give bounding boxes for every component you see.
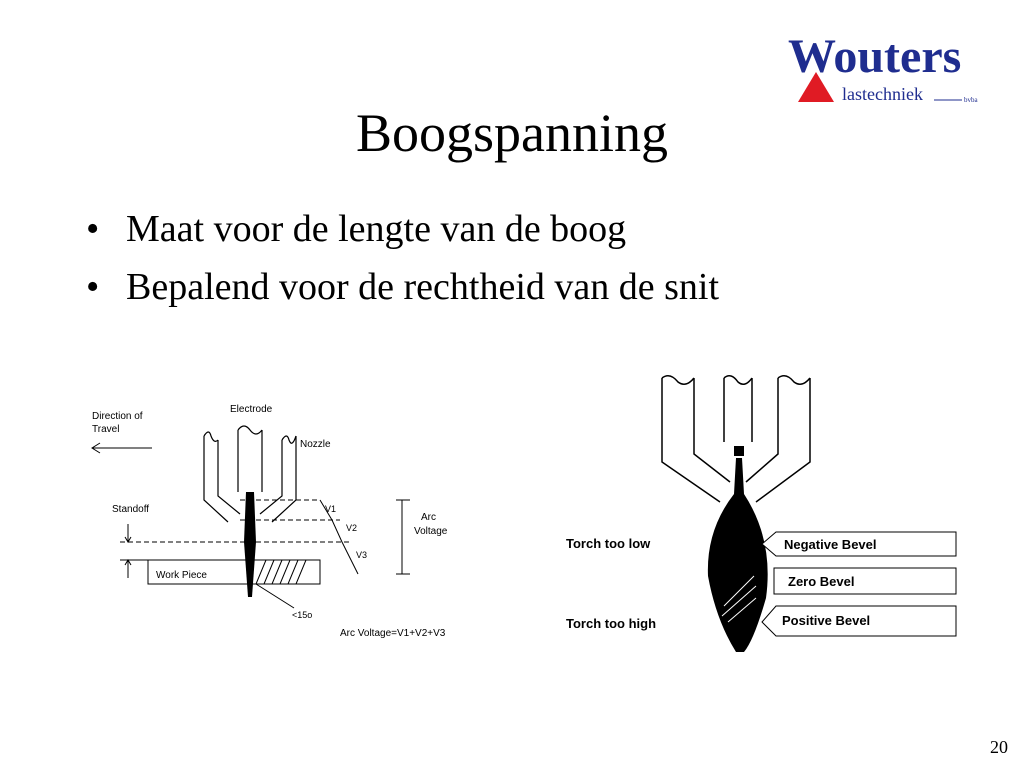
direction-label-1: Direction of <box>92 411 143 422</box>
standoff-arrows <box>120 524 152 578</box>
arc-voltage-label-1: Arc <box>421 512 436 523</box>
logo-suffix: bvba <box>964 96 979 104</box>
torch-body <box>203 425 297 523</box>
angle-label: <15o <box>292 610 312 620</box>
plasma-highlights <box>721 575 757 623</box>
wouters-logo: Wouters lastechniek bvba <box>788 30 979 104</box>
work-piece <box>147 559 321 585</box>
negative-bevel-box: Negative Bevel <box>761 531 957 557</box>
v3-label: V3 <box>356 550 367 560</box>
logo-triangle <box>798 72 834 102</box>
plasma-jet <box>707 458 768 652</box>
arc-voltage-label-2: Voltage <box>414 526 448 537</box>
bullet-item: • Maat voor de lengte van de boog <box>86 206 719 252</box>
zero-bevel-box: Zero Bevel <box>773 567 957 595</box>
electrode-tip <box>734 446 744 456</box>
logo-wordmark: Wouters <box>788 30 961 83</box>
work-piece-hatch <box>255 559 307 585</box>
slide-title: Boogspanning <box>355 103 668 163</box>
negative-bevel-label: Negative Bevel <box>784 537 877 552</box>
work-piece-label: Work Piece <box>156 570 207 581</box>
direction-arrow <box>91 442 152 454</box>
bullet-list: • Maat voor de lengte van de boog • Bepale… <box>86 206 719 322</box>
arc-plasma <box>244 492 256 597</box>
positive-bevel-box: Positive Bevel <box>761 605 957 637</box>
torch-bevel-diagram: Torch too low Torch too high Negative Be… <box>566 375 957 652</box>
kerf-angle-line <box>255 583 295 609</box>
bullet-item: • Bepalend voor de rechtheid van de snit <box>86 264 719 310</box>
standoff-label: Standoff <box>112 504 149 515</box>
positive-bevel-label: Positive Bevel <box>782 613 870 628</box>
logo-subtitle: lastechniek <box>842 84 923 104</box>
zero-bevel-label: Zero Bevel <box>788 574 854 589</box>
electrode-label: Electrode <box>230 404 273 415</box>
voltage-step-line <box>319 499 359 575</box>
arc-voltage-diagram: Direction of Travel Electrode Nozzle V1 … <box>91 404 448 639</box>
torch-too-low-label: Torch too low <box>566 536 651 551</box>
bullet-text: Bepalend voor de rechtheid van de snit <box>126 266 720 308</box>
formula-label: Arc Voltage=V1+V2+V3 <box>340 628 446 639</box>
voltage-levels <box>120 499 350 543</box>
nozzle-label: Nozzle <box>300 439 331 450</box>
bullet-text: Maat voor de lengte van de boog <box>126 208 627 250</box>
direction-label-2: Travel <box>92 424 119 435</box>
bullet-dot: • <box>86 266 100 308</box>
torch-too-high-label: Torch too high <box>566 616 656 631</box>
arc-voltage-bracket <box>396 499 410 575</box>
v2-label: V2 <box>346 523 357 533</box>
page-number: 20 <box>990 737 1008 757</box>
torch-outline <box>661 375 811 503</box>
bullet-dot: • <box>86 208 100 250</box>
v1-label: V1 <box>325 504 336 514</box>
